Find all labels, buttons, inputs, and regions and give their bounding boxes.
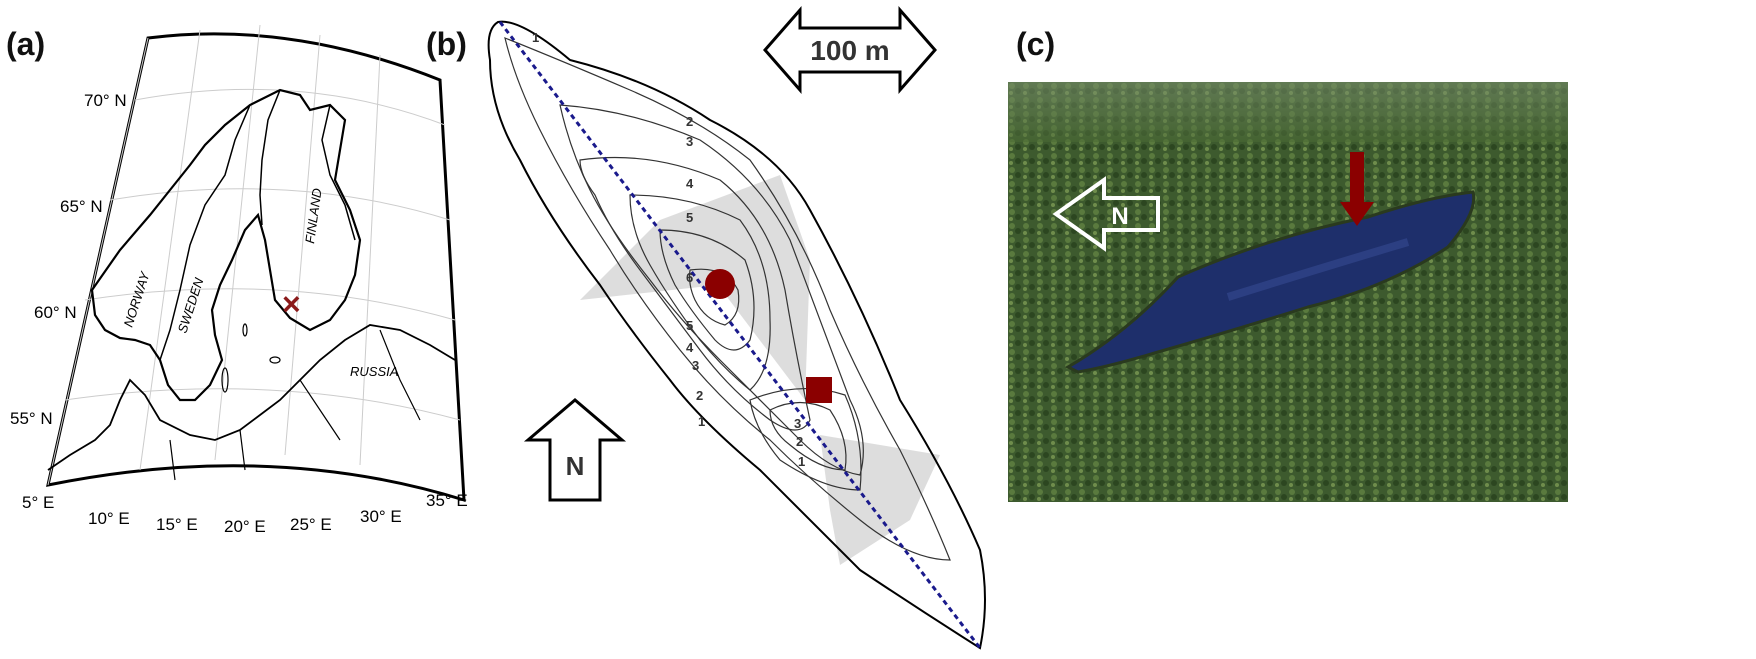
deep-site-marker (705, 269, 735, 299)
scale-label: 100 m (810, 35, 889, 66)
islands (221, 323, 281, 393)
lake-bathymetry: 1 2 3 4 5 6 5 4 3 2 1 3 2 1 100 m N (487, 6, 986, 650)
contour-label-2b: 2 (696, 388, 703, 403)
contour-label-3b: 3 (692, 358, 699, 373)
inland-borders (169, 329, 421, 481)
sensor-sector-upper (580, 175, 810, 400)
country-russia: RUSSIA (350, 364, 398, 379)
lat-label-55: 55° N (10, 409, 53, 428)
lat-label-70: 70° N (84, 91, 127, 110)
contour-label-4: 4 (686, 176, 694, 191)
contour-label-1: 1 (532, 30, 539, 45)
contour-label-1c: 1 (798, 454, 805, 469)
contour-label-2: 2 (686, 114, 693, 129)
depth-contours (504, 37, 951, 561)
sensor-sector-lower (820, 435, 940, 565)
north-label-photo: N (1111, 203, 1128, 230)
panel-label-a: (a) (6, 26, 46, 62)
contour-label-2c: 2 (796, 434, 803, 449)
lon-label-25: 25° E (290, 515, 332, 534)
location-arrow (1340, 152, 1374, 226)
contour-label-3: 3 (686, 134, 693, 149)
shallow-site-marker (806, 377, 832, 403)
borders (159, 89, 356, 361)
transect-line (498, 21, 982, 649)
scale-arrow (763, 6, 937, 94)
lon-label-5: 5° E (22, 493, 54, 512)
contour-label-6: 6 (686, 270, 693, 285)
panel-label-b: (b) (426, 26, 467, 62)
site-marker: × (282, 286, 301, 322)
panel-label-c: (c) (1016, 26, 1056, 62)
contour-label-5: 5 (686, 210, 693, 225)
forest-haze (1008, 82, 1568, 142)
contour-label-1b: 1 (698, 414, 705, 429)
north-arrow (523, 398, 627, 502)
lon-label-30: 30° E (360, 507, 402, 526)
lon-label-10: 10° E (88, 509, 130, 528)
north-label: N (566, 451, 585, 481)
lat-label-60: 60° N (34, 303, 77, 322)
shoreline (487, 20, 986, 650)
aerial-photo: N (1008, 82, 1568, 502)
lon-label-35: 35° E (426, 491, 468, 510)
contour-label-5b: 5 (686, 318, 693, 333)
lake-shine (1226, 238, 1410, 301)
north-arrow-photo (1052, 176, 1160, 252)
lat-label-65: 65° N (60, 197, 103, 216)
lon-label-15: 15° E (156, 515, 198, 534)
contour-label-4b: 4 (686, 340, 694, 355)
contour-label-3c: 3 (794, 416, 801, 431)
lon-label-20: 20° E (224, 517, 266, 536)
map-scandinavia: 70° N 65° N 60° N 55° N 5° E 10° E 15° E… (10, 24, 468, 536)
baltic-coast (47, 324, 456, 471)
